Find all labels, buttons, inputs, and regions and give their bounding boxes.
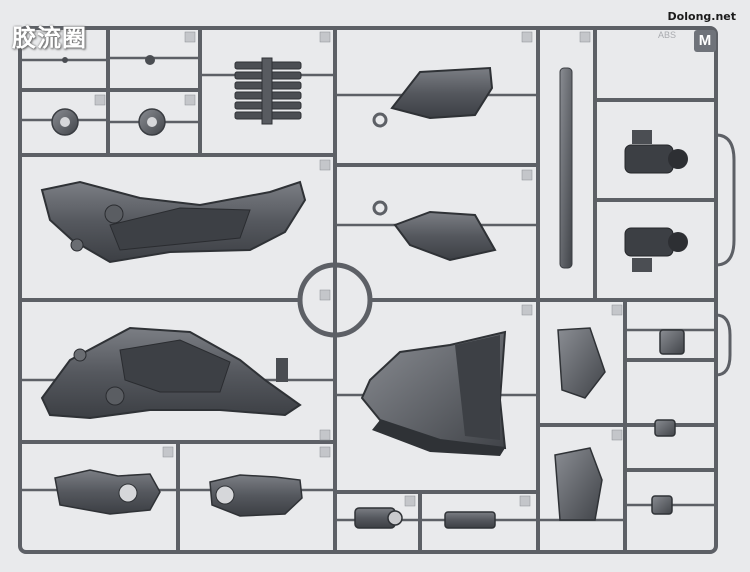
runner-frame — [18, 26, 736, 554]
round-washer-parts — [51, 55, 166, 136]
watermark-right: Dolong.net — [667, 10, 736, 23]
armor-plate-center-top — [372, 66, 497, 262]
armor-plate-upper-left — [40, 180, 307, 264]
long-bar-part — [559, 67, 573, 269]
bracket-parts-bottom — [54, 469, 303, 517]
runner-letter-tag: M — [694, 30, 716, 52]
cylinder-parts-right — [624, 130, 688, 272]
armor-plate-lower-left — [40, 326, 302, 420]
runner-number-tags — [94, 31, 623, 507]
small-bracket-parts-right — [554, 327, 685, 521]
armor-plate-center-large — [360, 330, 507, 456]
finned-block-part — [234, 57, 302, 125]
material-label: ABS — [658, 30, 677, 40]
watermark-left: 胶流圈 — [12, 24, 87, 52]
small-parts-bottom-center — [354, 507, 496, 529]
